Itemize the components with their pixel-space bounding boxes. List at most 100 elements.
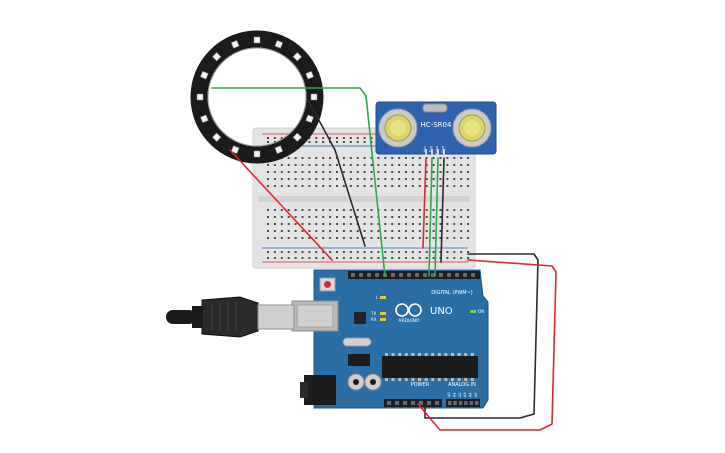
breadboard-hole (322, 157, 325, 159)
breadboard-hole (287, 216, 290, 218)
power-pin-hole[interactable] (419, 401, 423, 405)
breadboard-hole (460, 216, 463, 218)
analog-pin-hole[interactable] (453, 401, 457, 405)
digital-pin-hole[interactable] (471, 273, 475, 277)
breadboard-hole (370, 237, 373, 239)
breadboard-hole (342, 164, 345, 166)
digital-header[interactable] (348, 271, 480, 279)
breadboard-hole (315, 164, 318, 166)
breadboard-hole (322, 257, 325, 259)
led-tx-label: TX (370, 311, 376, 316)
breadboard-hole (398, 223, 401, 225)
wire-ring-data[interactable] (211, 87, 386, 277)
breadboard-hole (349, 185, 352, 187)
digital-pin-hole[interactable] (455, 273, 459, 277)
digital-pin-hole[interactable] (359, 273, 363, 277)
led-pixel (305, 114, 314, 124)
analog-pin-hole[interactable] (464, 401, 468, 405)
power-pin-hole[interactable] (435, 401, 439, 405)
breadboard-hole (308, 223, 311, 225)
breadboard-hole (308, 257, 311, 259)
analog-pin-hole[interactable] (458, 401, 463, 405)
power-pin-hole[interactable] (387, 401, 391, 405)
power-pin-hole[interactable] (427, 401, 431, 405)
breadboard-hole (315, 141, 318, 143)
breadboard-hole (336, 141, 338, 143)
digital-pin-hole[interactable] (423, 273, 427, 277)
digital-pin-hole[interactable] (447, 273, 451, 277)
usb-cable-wire (166, 310, 196, 324)
wire-sonar-vcc[interactable] (422, 157, 427, 249)
breadboard-hole (425, 257, 428, 259)
breadboard-hole (467, 171, 470, 173)
breadboard-hole (418, 185, 421, 187)
breadboard-hole (363, 178, 366, 180)
breadboard-hole (467, 157, 470, 159)
digital-pin-hole[interactable] (375, 273, 379, 277)
breadboard-hole (267, 251, 269, 253)
digital-pin-hole[interactable] (367, 273, 371, 277)
power-pin-hole[interactable] (395, 401, 399, 405)
wire-board-5v[interactable] (417, 259, 557, 431)
breadboard-hole (432, 185, 435, 187)
digital-pin-hole[interactable] (415, 273, 419, 277)
digital-pin-hole[interactable] (391, 273, 395, 277)
power-pin-hole[interactable] (411, 401, 415, 405)
wire-sonar-trig[interactable] (428, 157, 433, 277)
breadboard-hole (391, 223, 394, 225)
wire-sonar-gnd[interactable] (440, 157, 445, 263)
sonar-pin (437, 149, 439, 155)
breadboard-hole (384, 257, 387, 259)
breadboard-hole (329, 223, 332, 225)
breadboard-hole (301, 209, 304, 211)
analog-pin-hole[interactable] (448, 401, 452, 405)
breadboard-hole (446, 223, 449, 225)
power-pin-hole[interactable] (403, 401, 407, 405)
breadboard-hole (349, 209, 352, 211)
wire-sonar-echo[interactable] (434, 157, 439, 277)
breadboard-hole (294, 209, 297, 211)
digital-pin-hole[interactable] (351, 273, 355, 277)
breadboard-hole (453, 216, 456, 218)
breadboard-hole (308, 251, 311, 253)
breadboard-hole (267, 209, 269, 211)
digital-pin-hole[interactable] (431, 273, 435, 277)
breadboard-hole (384, 157, 387, 159)
digital-pin-hole[interactable] (399, 273, 403, 277)
breadboard-hole (315, 237, 318, 239)
breadboard-hole (308, 209, 311, 211)
breadboard-hole (329, 185, 332, 187)
wire-ring-5v[interactable] (229, 149, 333, 261)
digital-pin-hole[interactable] (463, 273, 467, 277)
breadboard-hole (356, 178, 359, 180)
breadboard-hole (342, 157, 345, 159)
breadboard-hole (418, 171, 421, 173)
analog-pin-hole[interactable] (475, 401, 479, 405)
digital-pin-hole[interactable] (407, 273, 411, 277)
analog-header[interactable] (446, 399, 480, 407)
breadboard-hole (432, 209, 435, 211)
wire-board-gnd[interactable] (424, 253, 539, 419)
breadboard-hole (280, 178, 283, 180)
breadboard-hole (453, 178, 456, 180)
breadboard-hole (336, 223, 338, 225)
digital-pin-hole[interactable] (439, 273, 443, 277)
breadboard-hole (398, 230, 401, 232)
breadboard-hole (405, 178, 407, 180)
power-jack[interactable] (304, 375, 336, 405)
usb-cable-icon[interactable] (166, 296, 295, 338)
breadboard-hole (418, 223, 421, 225)
analog-pin-hole[interactable] (469, 401, 474, 405)
led-ring-icon[interactable] (190, 30, 324, 164)
breadboard-hole (267, 223, 269, 225)
wire-ring-gnd[interactable] (307, 99, 366, 247)
breadboard-hole (363, 223, 366, 225)
breadboard-hole (342, 171, 345, 173)
breadboard-hole (301, 251, 304, 253)
breadboard-hole (446, 178, 449, 180)
breadboard-hole (329, 178, 332, 180)
arduino-uno-board[interactable]: DIGITAL (PWM~) L TX RX ON ARDUINO UNO (291, 269, 489, 409)
breadboard-hole (315, 257, 318, 259)
breadboard-hole (467, 185, 470, 187)
